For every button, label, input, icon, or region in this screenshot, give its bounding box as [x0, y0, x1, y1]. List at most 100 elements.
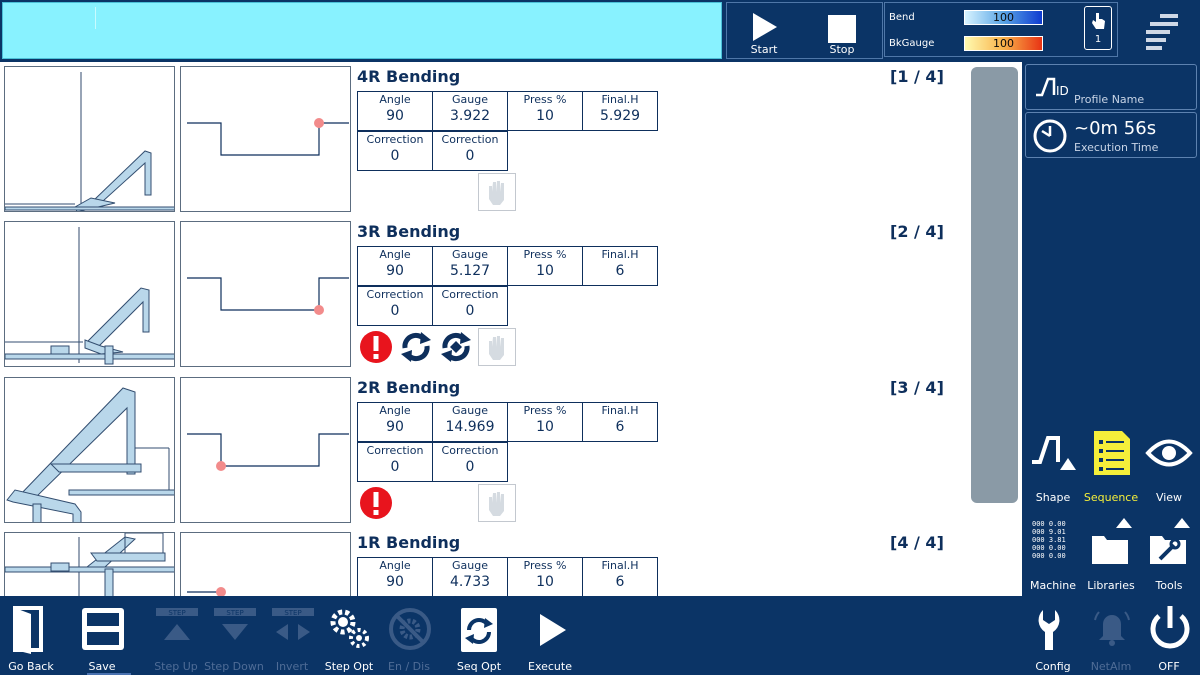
step-tag: STEP	[168, 609, 185, 617]
machine-view	[4, 221, 175, 367]
start-button[interactable]: Start	[729, 3, 799, 58]
press-cell[interactable]: Press %10	[507, 246, 583, 286]
machine-button[interactable]: 000 0.00 000 9.01 000 3.81 000 0.00 000 …	[1024, 514, 1082, 592]
flip-icon[interactable]	[437, 328, 475, 366]
bell-icon	[1094, 611, 1130, 646]
seq-opt-icon	[461, 608, 497, 652]
config-button[interactable]: Config	[1024, 600, 1082, 675]
step-title: 4R Bending	[357, 67, 461, 86]
axis-gauge-panel: Bend 100 BkGauge 100	[884, 2, 1118, 57]
step-counter: [4 / 4]	[890, 533, 944, 552]
bkgauge-label: BkGauge	[889, 38, 935, 49]
go-back-icon	[13, 606, 43, 654]
svg-text:ID: ID	[1056, 84, 1069, 98]
profile-id-icon: ID	[1036, 77, 1069, 98]
hand-icon	[489, 336, 504, 360]
hand-pointer-icon	[1092, 13, 1105, 29]
run-controls: Start Stop	[726, 2, 883, 59]
execution-time-label: Execution Time	[1074, 141, 1159, 154]
step-opt-button[interactable]: Step Opt	[320, 600, 378, 675]
sequence-list-icon	[1094, 431, 1130, 475]
seq-opt-button[interactable]: Seq Opt	[450, 600, 508, 675]
profile-name-box[interactable]: ID Profile Name	[1025, 64, 1197, 110]
press-cell[interactable]: Press %10	[507, 557, 583, 596]
step-up-icon: STEP	[156, 608, 198, 640]
save-button[interactable]: Save	[73, 600, 131, 675]
active-underline	[87, 673, 131, 675]
warning-icon[interactable]	[357, 484, 395, 522]
play-icon	[753, 13, 777, 41]
step-tag: STEP	[284, 609, 301, 617]
go-back-button[interactable]: Go Back	[2, 600, 60, 675]
refresh-icon[interactable]	[397, 328, 435, 366]
press-cell[interactable]: Press %10	[507, 91, 583, 131]
profile-view	[180, 532, 351, 596]
manual-hand-button[interactable]	[478, 484, 516, 522]
view-button[interactable]: View	[1140, 426, 1198, 504]
manual-hand-button[interactable]	[478, 328, 516, 366]
invert-icon: STEP	[272, 608, 314, 640]
power-off-button[interactable]: OFF	[1140, 600, 1198, 675]
step-up-button[interactable]: STEP Step Up	[147, 600, 205, 675]
shape-button[interactable]: Shape	[1024, 426, 1082, 504]
gears-icon	[330, 609, 369, 648]
folder-icon	[1092, 518, 1132, 564]
save-icon	[82, 608, 124, 650]
step-down-icon: STEP	[214, 608, 256, 640]
invert-button[interactable]: STEP Invert	[263, 600, 321, 675]
scrollbar[interactable]	[971, 67, 1018, 503]
hand-icon	[489, 181, 504, 205]
machine-view	[4, 532, 175, 596]
wrench-icon	[1038, 610, 1060, 650]
hand-count: 1	[1094, 34, 1102, 45]
en-dis-button[interactable]: En / Dis	[380, 600, 438, 675]
eye-icon	[1145, 439, 1193, 467]
bend-gauge: 100	[964, 10, 1043, 25]
step-down-button[interactable]: STEP Step Down	[204, 600, 264, 675]
libraries-button[interactable]: Libraries	[1082, 514, 1140, 592]
step-counter: [2 / 4]	[890, 222, 944, 241]
sequence-button[interactable]: Sequence	[1082, 426, 1140, 504]
warning-icon[interactable]	[357, 328, 395, 366]
profile-view	[180, 66, 351, 212]
press-cell[interactable]: Press %10	[507, 402, 583, 442]
message-bar	[2, 2, 722, 59]
manual-hand-button[interactable]	[478, 173, 516, 211]
execution-time-value: ~0m 56s	[1074, 118, 1157, 139]
step-counter: [1 / 4]	[890, 67, 944, 86]
execute-button[interactable]: Execute	[521, 600, 579, 675]
step-title: 3R Bending	[357, 222, 461, 241]
net-alarm-button[interactable]: NetAlm	[1082, 600, 1140, 675]
tools-button[interactable]: Tools	[1140, 514, 1198, 592]
step-title: 1R Bending	[357, 533, 461, 552]
stop-button[interactable]: Stop	[807, 3, 877, 58]
profile-name-label: Profile Name	[1074, 93, 1145, 106]
menu-icon[interactable]	[1146, 12, 1178, 52]
machine-readout-icon: 000 0.00 000 9.01 000 3.81 000 0.00 000 …	[1032, 520, 1066, 560]
manual-mode-button[interactable]: 1	[1084, 6, 1112, 50]
shape-icon	[1032, 436, 1076, 470]
